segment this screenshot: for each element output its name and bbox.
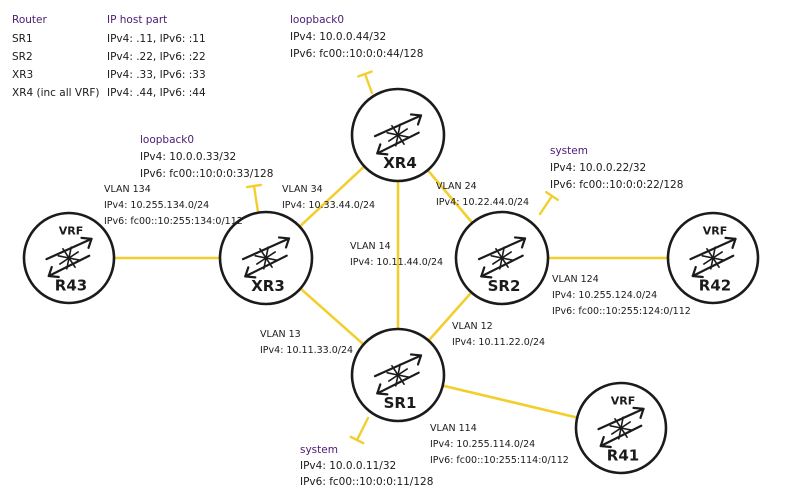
sr1-system-ipv6: IPv6: fc00::10:0:0:11/128 xyxy=(300,476,434,488)
vlan34-name: VLAN 34 xyxy=(282,184,323,195)
legend: Router IP host part SR1 IPv4: .11, IPv6:… xyxy=(12,14,206,100)
router-sr1: SR1 xyxy=(350,327,446,423)
legend-host: IPv4: .11, IPv6: :11 xyxy=(107,33,206,45)
xr4-loopback-label: loopback0 IPv4: 10.0.0.44/32 IPv6: fc00:… xyxy=(290,14,423,61)
legend-host: IPv4: .44, IPv6: :44 xyxy=(107,87,206,99)
vlan124-ipv6: IPv6: fc00::10:255:124:0/112 xyxy=(552,306,691,317)
vlan13-ipv4: IPv4: 10.11.33.0/24 xyxy=(260,345,354,356)
router-label-sr2: SR2 xyxy=(488,277,521,295)
vlan114-label: VLAN 114 IPv4: 10.255.114.0/24 IPv6: fc0… xyxy=(430,423,569,467)
vlan14-label: VLAN 14 IPv4: 10.11.44.0/24 xyxy=(350,241,443,269)
xr3-loopback-stub xyxy=(245,183,263,214)
sr2-system-title: system xyxy=(550,145,588,157)
vlan134-label: VLAN 134 IPv4: 10.255.134.0/24 IPv6: fc0… xyxy=(104,184,243,228)
vlan14-ipv4: IPv4: 10.11.44.0/24 xyxy=(350,257,444,268)
vlan124-ipv4: IPv4: 10.255.124.0/24 xyxy=(552,290,658,301)
xr3-loopback-title: loopback0 xyxy=(140,134,195,146)
sr1-system-stub xyxy=(349,416,370,445)
vlan24-name: VLAN 24 xyxy=(436,181,477,192)
legend-header-host: IP host part xyxy=(107,14,168,26)
vrf-label-r42: VRF xyxy=(703,225,728,238)
router-r42: R42 VRF xyxy=(666,211,760,305)
vlan34-ipv4: IPv4: 10.33.44.0/24 xyxy=(282,200,376,211)
router-label-sr1: SR1 xyxy=(384,394,417,412)
vlan134-name: VLAN 134 xyxy=(104,184,151,195)
vlan14-name: VLAN 14 xyxy=(350,241,391,252)
xr4-loopback-ipv6: IPv6: fc00::10:0:0:44/128 xyxy=(290,48,424,60)
sr2-system-label: system IPv4: 10.0.0.22/32 IPv6: fc00::10… xyxy=(550,145,683,192)
legend-host: IPv4: .22, IPv6: :22 xyxy=(107,51,206,63)
vlan134-ipv4: IPv4: 10.255.134.0/24 xyxy=(104,200,210,211)
legend-router: XR4 (inc all VRF) xyxy=(12,87,100,99)
xr4-loopback-stub xyxy=(357,70,374,95)
router-sr2: SR2 xyxy=(454,210,550,306)
legend-router: XR3 xyxy=(12,69,34,81)
legend-row: XR3 IPv4: .33, IPv6: :33 xyxy=(12,69,206,82)
router-label-r41: R41 xyxy=(607,446,639,464)
router-r43: R43 VRF xyxy=(22,211,116,305)
vlan124-name: VLAN 124 xyxy=(552,274,599,285)
router-label-r43: R43 xyxy=(55,276,87,294)
vlan114-name: VLAN 114 xyxy=(430,423,477,434)
sr1-system-ipv4: IPv4: 10.0.0.11/32 xyxy=(300,460,397,472)
vrf-label-r41: VRF xyxy=(611,395,636,408)
vlan12-name: VLAN 12 xyxy=(452,321,493,332)
vrf-label-r43: VRF xyxy=(59,225,84,238)
router-xr4: XR4 xyxy=(350,87,446,183)
router-xr3: XR3 xyxy=(218,210,314,306)
sr2-system-stub xyxy=(538,190,560,216)
xr4-loopback-ipv4: IPv4: 10.0.0.44/32 xyxy=(290,31,387,43)
router-label-xr4: XR4 xyxy=(383,154,417,172)
sr1-system-title: system xyxy=(300,444,338,456)
router-label-r42: R42 xyxy=(699,276,731,294)
legend-host: IPv4: .33, IPv6: :33 xyxy=(107,69,206,81)
sr2-system-ipv4: IPv4: 10.0.0.22/32 xyxy=(550,162,647,174)
vlan24-label: VLAN 24 IPv4: 10.22.44.0/24 xyxy=(436,181,529,209)
sr1-system-label: system IPv4: 10.0.0.11/32 IPv6: fc00::10… xyxy=(300,444,433,489)
vlan13-name: VLAN 13 xyxy=(260,329,301,340)
router-label-xr3: XR3 xyxy=(251,277,285,295)
legend-row: SR2 IPv4: .22, IPv6: :22 xyxy=(12,51,206,64)
vlan134-ipv6: IPv6: fc00::10:255:134:0/112 xyxy=(104,216,243,227)
vlan12-ipv4: IPv4: 10.11.22.0/24 xyxy=(452,337,546,348)
legend-router: SR1 xyxy=(12,33,33,45)
vlan114-ipv6: IPv6: fc00::10:255:114:0/112 xyxy=(430,455,569,466)
xr3-loopback-ipv6: IPv6: fc00::10:0:0:33/128 xyxy=(140,168,274,180)
vlan24-ipv4: IPv4: 10.22.44.0/24 xyxy=(436,197,530,208)
loopback-stubs-layer xyxy=(245,70,560,445)
legend-router: SR2 xyxy=(12,51,33,63)
xr4-loopback-title: loopback0 xyxy=(290,14,345,26)
sr2-system-ipv6: IPv6: fc00::10:0:0:22/128 xyxy=(550,179,684,191)
xr3-loopback-label: loopback0 IPv4: 10.0.0.33/32 IPv6: fc00:… xyxy=(140,134,273,181)
router-r41: R41 VRF xyxy=(574,381,668,475)
vlan114-ipv4: IPv4: 10.255.114.0/24 xyxy=(430,439,536,450)
vlan124-label: VLAN 124 IPv4: 10.255.124.0/24 IPv6: fc0… xyxy=(552,274,691,318)
legend-header-row: Router IP host part xyxy=(12,14,206,27)
vlan12-label: VLAN 12 IPv4: 10.11.22.0/24 xyxy=(452,321,545,349)
xr3-loopback-ipv4: IPv4: 10.0.0.33/32 xyxy=(140,151,237,163)
vlan34-label: VLAN 34 IPv4: 10.33.44.0/24 xyxy=(282,184,375,212)
legend-row: SR1 IPv4: .11, IPv6: :11 xyxy=(12,33,206,46)
legend-header-router: Router xyxy=(12,14,47,26)
vlan13-label: VLAN 13 IPv4: 10.11.33.0/24 xyxy=(260,329,353,357)
legend-row: XR4 (inc all VRF) IPv4: .44, IPv6: :44 xyxy=(12,87,206,100)
